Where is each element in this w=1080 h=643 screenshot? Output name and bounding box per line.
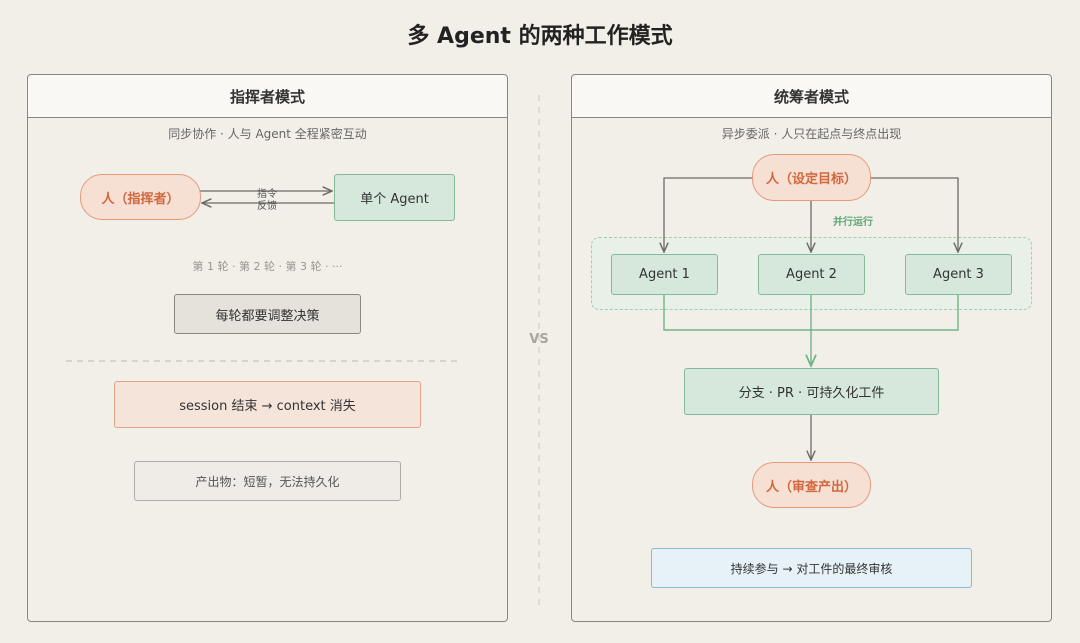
vs-label: VS (529, 332, 549, 347)
single-agent-node: 单个 Agent (334, 174, 455, 221)
decision-box: 每轮都要调整决策 (174, 294, 361, 334)
conductor-human-node: 人（指挥者） (80, 174, 201, 220)
conductor-panel-header: 指挥者模式 (28, 75, 507, 118)
artifact-node: 分支 · PR · 可持久化工件 (684, 368, 939, 415)
orchestrator-subtitle: 异步委派 · 人只在起点与终点出现 (721, 127, 902, 141)
agent-3-node: Agent 3 (905, 254, 1012, 295)
parallel-label: 并行运行 (833, 217, 873, 228)
review-human-node: 人（审查产出） (752, 462, 871, 508)
orchestrator-panel-header: 统筹者模式 (572, 75, 1051, 118)
session-box: session 结束 → context 消失 (114, 381, 421, 428)
page-title: 多 Agent 的两种工作模式 (407, 24, 673, 49)
conductor-subtitle: 同步协作 · 人与 Agent 全程紧密互动 (168, 127, 367, 141)
rounds-text: 第 1 轮 · 第 2 轮 · 第 3 轮 · ··· (192, 260, 343, 273)
agent-2-node: Agent 2 (758, 254, 865, 295)
command-label: 指令 (257, 189, 277, 200)
agent-1-node: Agent 1 (611, 254, 718, 295)
goal-human-node: 人（设定目标） (752, 154, 871, 201)
feedback-label: 反馈 (257, 201, 277, 212)
conductor-panel: 指挥者模式 (27, 74, 508, 622)
output-box: 产出物：短暂，无法持久化 (134, 461, 401, 501)
summary-box: 持续参与 → 对工件的最终审核 (651, 548, 972, 588)
